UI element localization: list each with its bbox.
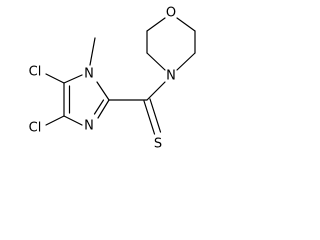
bond-n3-c4 — [63, 115, 83, 126]
atom-nitrogen-imine: N — [84, 119, 94, 134]
bond-n1-c2 — [96, 81, 110, 101]
bond-c2-n3-double-inner — [93, 99, 105, 115]
atom-nitrogen-methylated: N — [84, 67, 94, 82]
bond-morph-o-c-right — [176, 17, 196, 32]
bond-morph-n-c-left — [146, 52, 166, 71]
bond-c5-cl — [45, 73, 65, 84]
bond-thiocarbonyl-s-left — [143, 100, 156, 135]
bond-thiocarbonyl-s-right — [149, 98, 162, 133]
atom-labels: Cl Cl N N N O S — [29, 6, 176, 152]
bond-c5-n1 — [63, 74, 83, 84]
chemical-structure-diagram: Cl Cl N N N O S — [29, 6, 196, 152]
atom-sulfur-thione: S — [154, 137, 162, 152]
bond-lines — [45, 17, 196, 135]
bond-morph-c-left-o — [146, 17, 166, 32]
bond-n1-methyl — [89, 37, 96, 66]
bond-c2-n3-double-outer — [97, 99, 110, 119]
bond-c4-cl — [45, 115, 65, 126]
atom-chlorine-lower: Cl — [29, 121, 42, 136]
atom-nitrogen-morpholine: N — [166, 69, 176, 84]
atom-oxygen-morpholine: O — [166, 6, 176, 21]
bond-thiocarbonyl-n — [146, 81, 166, 101]
bond-morph-c-right-n — [176, 52, 196, 71]
atom-chlorine-upper: Cl — [29, 65, 42, 80]
